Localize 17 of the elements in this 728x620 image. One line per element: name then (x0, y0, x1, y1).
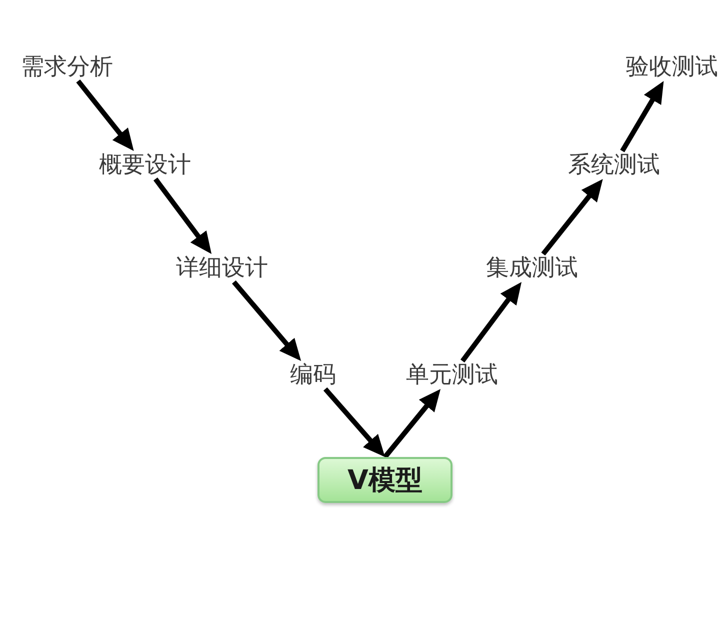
phase-label: 系统测试 (568, 151, 660, 179)
phase-label: 集成测试 (486, 254, 578, 282)
arrow (541, 179, 603, 256)
arrow (153, 178, 212, 254)
model-box: V模型 (318, 457, 452, 503)
arrow (620, 81, 664, 152)
arrow (323, 387, 385, 457)
phase-label: 概要设计 (99, 151, 191, 179)
phase-label: 单元测试 (406, 361, 498, 389)
phase-label: 详细设计 (176, 254, 268, 282)
phase-label: 编码 (290, 361, 336, 389)
phase-label: 需求分析 (21, 53, 113, 81)
arrow (460, 282, 522, 362)
arrow (232, 280, 302, 361)
phase-label: 验收测试 (626, 53, 718, 81)
arrow (383, 389, 441, 459)
arrow (76, 79, 134, 151)
